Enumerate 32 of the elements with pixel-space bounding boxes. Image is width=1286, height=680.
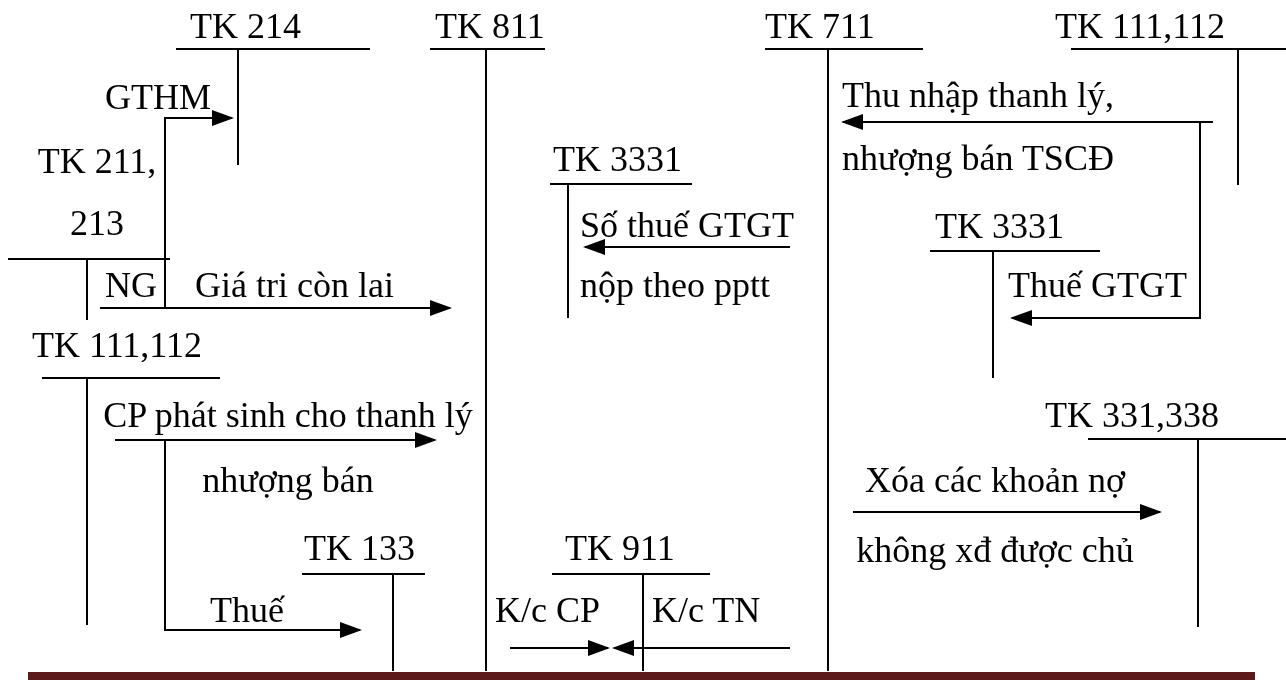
arrow: [114, 432, 437, 448]
edge-label: Thu nhập thanh lý, nhượng bán TSCĐ: [842, 74, 1115, 180]
edge-label: K/c CP: [495, 590, 601, 630]
edge-label: Giá tri còn lai: [195, 265, 395, 305]
account-title: TK 3331: [935, 206, 1065, 246]
edge-label: Thuế GTGT: [1008, 265, 1188, 305]
account-title: TK 111,112: [32, 325, 203, 365]
account-title: TK 811: [435, 6, 545, 46]
account-title: TK 711: [765, 6, 876, 46]
arrow: [841, 114, 1214, 130]
account-title: TK 211, 213: [36, 140, 158, 245]
edge-label: CP phát sinh cho thanh lý nhượng bán: [102, 394, 474, 502]
arrow: [509, 640, 610, 656]
arrow: [852, 504, 1162, 520]
arrow: [164, 439, 362, 638]
account-title: TK 3331: [553, 139, 683, 179]
edge-label: GTHM: [105, 77, 212, 117]
arrow: [612, 640, 791, 656]
arrow: [99, 300, 452, 316]
edge-label: Thuế: [210, 590, 286, 630]
arrow: [1010, 121, 1201, 326]
arrow: [583, 239, 791, 255]
account-title: TK 133: [304, 528, 416, 568]
arrow: [164, 110, 234, 309]
edge-label: Số thuế GTGT nộp theo pptt: [580, 204, 795, 307]
account-title: TK 911: [565, 528, 676, 568]
account-title: TK 214: [190, 6, 302, 46]
note-text: NG: [105, 265, 157, 305]
account-title: TK 331,338: [1045, 395, 1220, 435]
edge-label: K/c TN: [652, 590, 762, 630]
edge-label: Xóa các khoản nợ không xđ được chủ: [855, 459, 1135, 572]
account-title: TK 111,112: [1055, 6, 1226, 46]
